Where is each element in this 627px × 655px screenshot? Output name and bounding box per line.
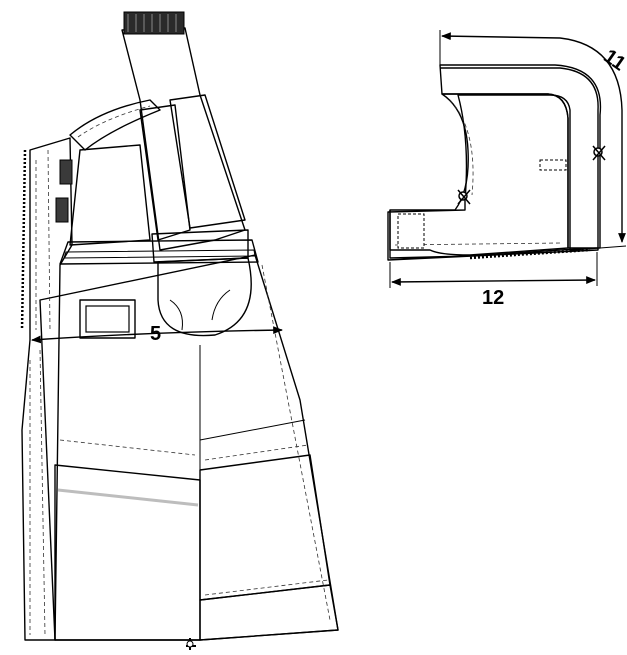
- sleeve-cuff: [123, 11, 185, 35]
- hood-depth-dimension: 12: [389, 252, 598, 309]
- hood-zipper-edge: [469, 248, 591, 260]
- chest-width-label: 5: [150, 323, 161, 345]
- jacket-body-panel: [39, 254, 339, 641]
- hood-velcro-tab: [397, 213, 425, 249]
- hood-drawcord-toggle-front: [457, 189, 471, 205]
- hood-height-dimension: 11: [439, 30, 627, 249]
- lower-panel-right: [199, 454, 331, 601]
- hood-drawcord-toggle-back: [592, 145, 606, 161]
- hood-dark-band: [439, 64, 602, 249]
- sleeve: [121, 27, 246, 251]
- sleeve-elbow-patch: [157, 257, 252, 337]
- inner-lining: [69, 144, 151, 246]
- hood-height-label: 11: [599, 45, 627, 75]
- chest-width-dimension: 5: [31, 323, 283, 345]
- collar-flap: [69, 99, 161, 151]
- jacket-front-view: [20, 11, 339, 650]
- reflective-stripe: [57, 488, 199, 507]
- zipper-edge: [20, 149, 27, 331]
- sleeve-light-panel: [139, 104, 191, 241]
- hood-depth-label: 12: [482, 287, 504, 309]
- snap-tab-upper: [59, 159, 73, 185]
- sleeve-quilted-section: [169, 94, 246, 229]
- chest-light-stripe: [63, 249, 256, 259]
- snap-tab-lower: [55, 197, 69, 223]
- chest-dark-band: [59, 239, 259, 265]
- hood-side-view: [387, 64, 606, 261]
